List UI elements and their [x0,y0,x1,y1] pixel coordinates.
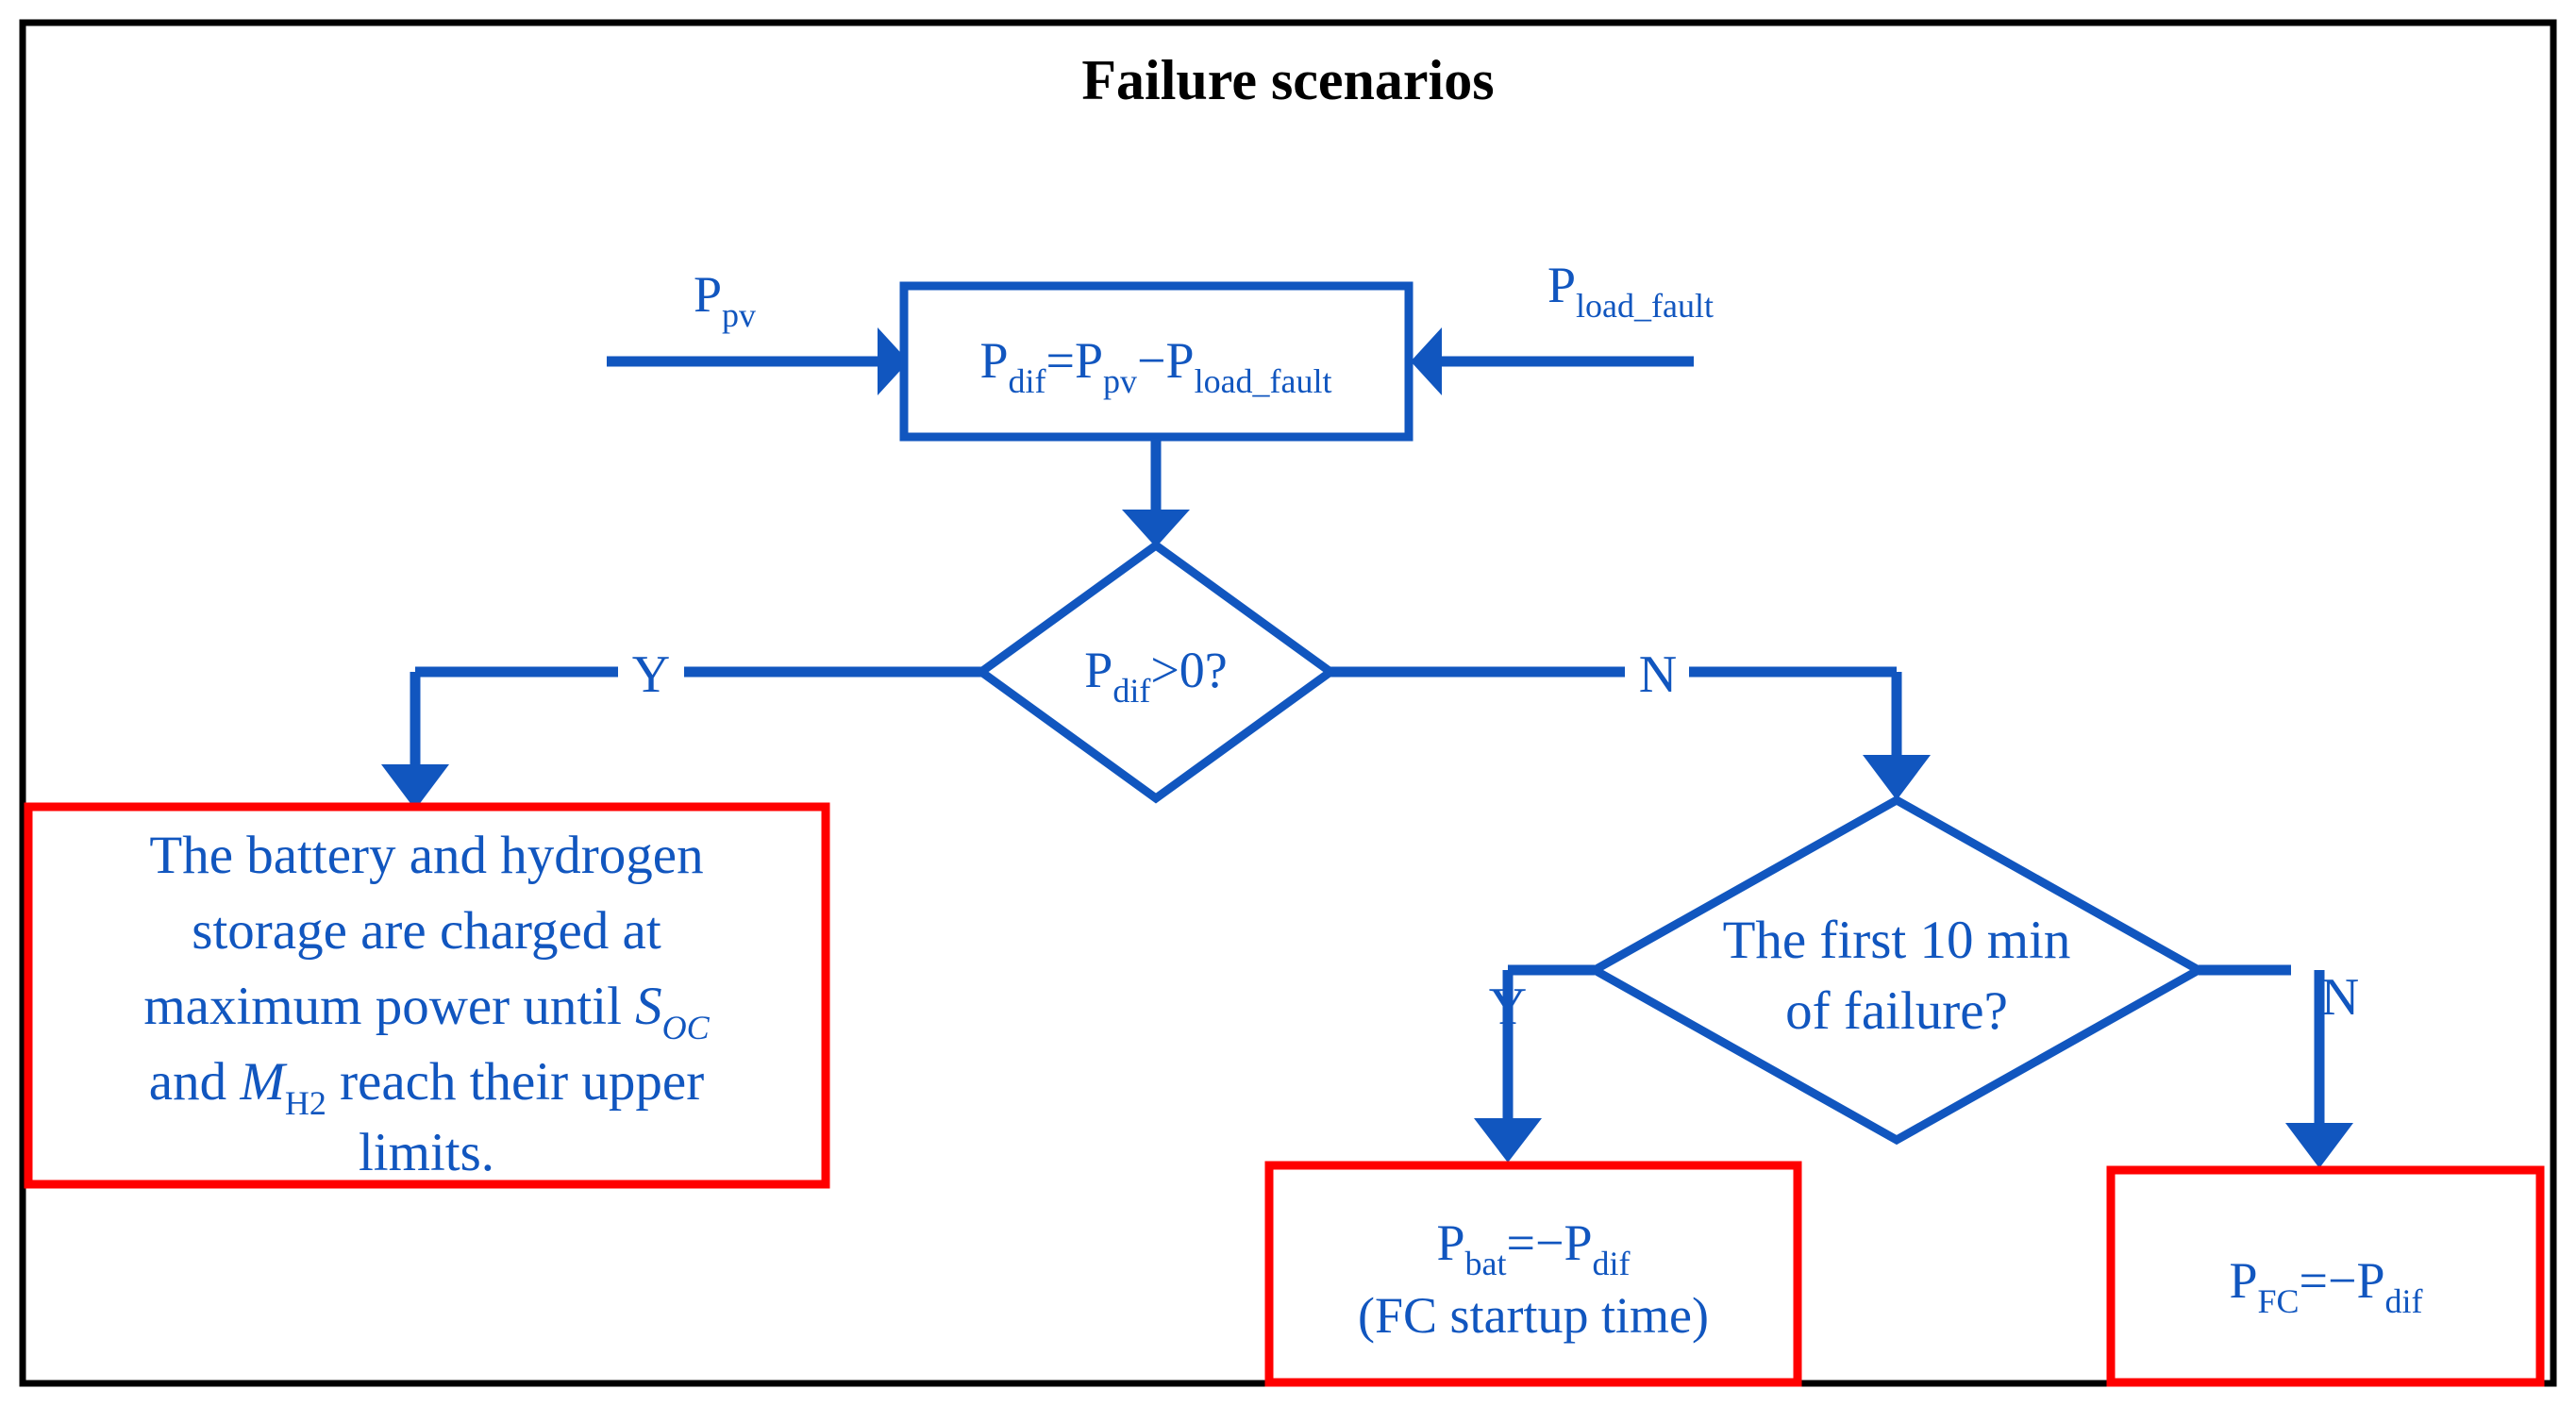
decision-first-10-min[interactable] [1585,795,2208,1146]
result-charge-line3: maximum power until SOC [143,977,710,1046]
decision-pdif-gt-zero[interactable] [974,540,1338,804]
input-label-pload: Pload_fault [1547,257,1714,325]
process-box-equation: Pdif=Ppv−Pload_fault [979,332,1331,400]
result-charge-line4: and MH2 reach their upper [149,1052,704,1122]
result-charge-line5: limits. [359,1123,494,1182]
result-fuelcell-equation: PFC=−Pdif [2229,1252,2422,1320]
decision1-no-label: N [1639,645,1677,704]
result-box-fuelcell[interactable] [2106,1165,2545,1387]
result-box-charge-storage[interactable] [24,802,830,1189]
arrow-ppv-head [878,327,909,395]
input-label-ppv: Ppv [694,266,756,334]
decision1-label: Pdif>0? [1084,642,1227,710]
decision2-no-label: N [2321,968,2359,1027]
result-box-battery[interactable] [1264,1161,1802,1387]
decision1-yes-arrow-head [381,764,449,810]
result-battery-equation: Pbat=−Pdif [1436,1214,1630,1282]
connector-box-to-decision1-head [1122,510,1190,547]
result-battery-note: (FC startup time) [1358,1287,1709,1344]
decision2-yes-arrow-head [1474,1118,1542,1163]
decision1-yes-label: Y [632,645,670,704]
result-charge-line2: storage are charged at [192,901,661,961]
decision2-no-arrow-head [2285,1123,2353,1168]
result-charge-line1: The battery and hydrogen [149,826,703,885]
decision2-yes-label: Y [1489,978,1527,1036]
page-title: Failure scenarios [1081,49,1494,111]
decision2-line1: The first 10 min [1723,911,2071,970]
decision1-no-arrow-head [1863,755,1931,800]
arrow-pload-head [1411,327,1442,395]
decision2-line2: of failure? [1785,981,2008,1041]
